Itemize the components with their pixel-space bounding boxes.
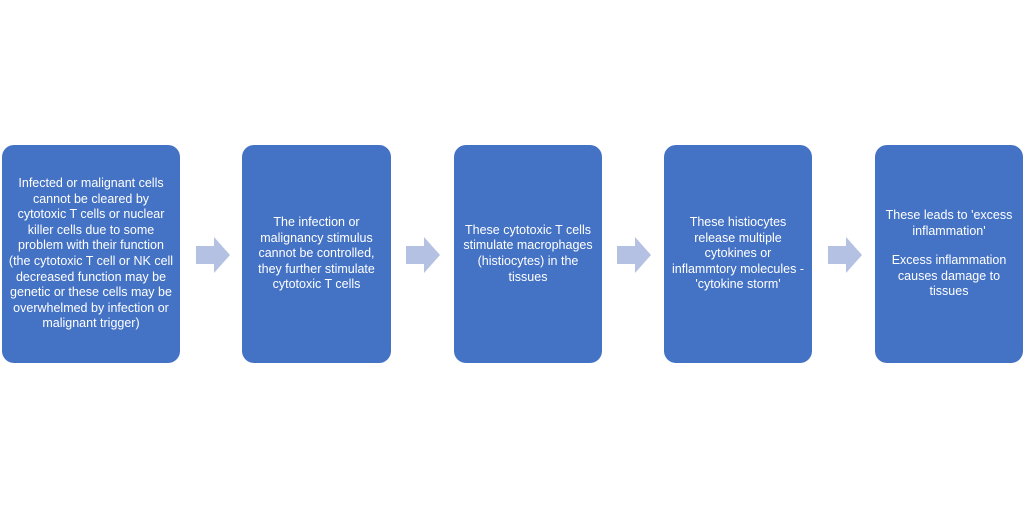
arrow-right-icon: [617, 237, 651, 273]
arrow-4-shape: [828, 237, 862, 273]
arrow-2-shape: [406, 237, 440, 273]
step-2-text: The infection or malignancy stimulus can…: [258, 215, 375, 292]
step-5-text-1: These leads to 'excess inflammation': [885, 208, 1013, 238]
step-2-box: The infection or malignancy stimulus can…: [242, 145, 391, 363]
step-5-box: These leads to 'excess inflammation' Exc…: [875, 145, 1023, 363]
step-4-text: These histiocytes release multiple cytok…: [672, 215, 804, 292]
step-1-box: Infected or malignant cells cannot be cl…: [2, 145, 180, 363]
arrow-right-icon: [406, 237, 440, 273]
step-4-box: These histiocytes release multiple cytok…: [664, 145, 812, 363]
step-1-text: Infected or malignant cells cannot be cl…: [8, 176, 174, 331]
step-3-text: These cytotoxic T cells stimulate macrop…: [463, 222, 593, 284]
step-5-text-2: Excess inflammation causes damage to tis…: [891, 253, 1007, 299]
arrow-right-icon: [828, 237, 862, 273]
arrow-1-shape: [196, 237, 230, 273]
arrow-right-icon: [196, 237, 230, 273]
arrow-3-shape: [617, 237, 651, 273]
step-3-box: These cytotoxic T cells stimulate macrop…: [454, 145, 602, 363]
